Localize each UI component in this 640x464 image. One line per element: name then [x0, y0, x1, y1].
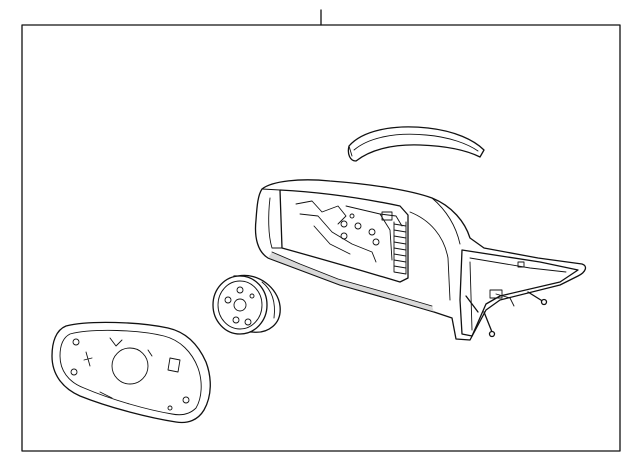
housing-vent-slots: [393, 221, 407, 275]
actuator-motor-part[interactable]: [212, 274, 281, 335]
assembly-frame: [21, 24, 621, 452]
outer-mirror-assembly-part[interactable]: [254, 179, 587, 341]
mirror-glass-part[interactable]: [51, 321, 211, 424]
mounting-studs: [465, 291, 548, 338]
cover-trim-part[interactable]: [347, 126, 485, 162]
